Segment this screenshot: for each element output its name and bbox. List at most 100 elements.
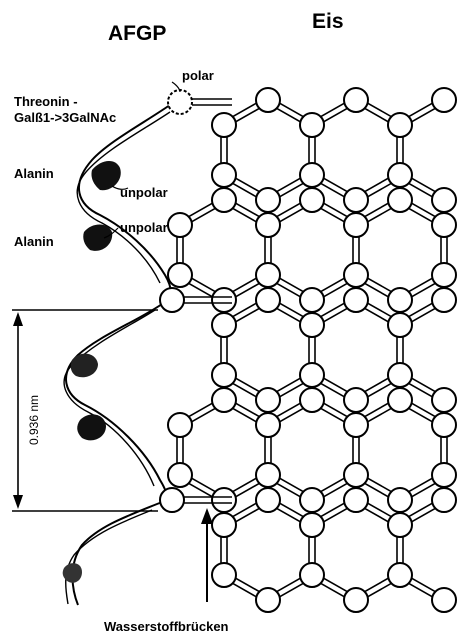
ice-atom-35 (387, 512, 413, 538)
ice-atom-10 (431, 87, 457, 113)
helix-shade-1 (91, 161, 121, 191)
ice-atom-48 (299, 187, 325, 213)
helix-tube-upper-back (76, 111, 171, 284)
unpolar-pointer-1 (111, 185, 129, 190)
ice-atom-45 (211, 287, 237, 313)
ice-atom-54 (431, 262, 457, 288)
label-wasserstoffbruecken: Wasserstoffbrücken (104, 619, 229, 634)
helix-tube-middle-back (63, 309, 156, 487)
label-alanin-1: Alanin (14, 166, 54, 181)
ice-atom-65 (299, 487, 325, 513)
ice-atom-27 (431, 387, 457, 413)
label-threonin-line1: Threonin - (14, 94, 78, 109)
ice-atom-31 (255, 587, 281, 613)
hbond-pointer-arrow (201, 508, 213, 602)
ice-atom-62 (299, 387, 325, 413)
ice-atom-16 (299, 362, 325, 388)
ice-atom-38 (431, 487, 457, 513)
ice-atom-3 (255, 187, 281, 213)
ice-atom-53 (431, 212, 457, 238)
title-eis: Eis (312, 10, 344, 33)
ice-atom-50 (343, 262, 369, 288)
ice-atom-63 (343, 412, 369, 438)
ice-atom-66 (387, 387, 413, 413)
ice-atom-34 (343, 487, 369, 513)
title-afgp: AFGP (108, 22, 166, 45)
ice-atom-46 (167, 262, 193, 288)
ice-atom-52 (387, 187, 413, 213)
helix-shade-3 (70, 353, 98, 378)
ice-atom-47 (167, 212, 193, 238)
helix-threonin-site-1 (167, 89, 193, 115)
helix-tube-lower-back (65, 509, 153, 605)
ice-atom-28 (255, 487, 281, 513)
ice-atom-0 (255, 87, 281, 113)
ice-atom-4 (211, 162, 237, 188)
ice-atom-19 (211, 312, 237, 338)
ice-atom-36 (387, 562, 413, 588)
ice-atom-24 (431, 287, 457, 313)
label-threonin-line2: Galß1->3GalNAc (14, 110, 116, 125)
helix-shade-2 (83, 224, 113, 251)
helix-shade-5 (62, 563, 82, 583)
ice-atom-22 (387, 362, 413, 388)
hbond-arrow-head (201, 508, 213, 524)
ice-atom-14 (255, 287, 281, 313)
ice-atom-32 (211, 562, 237, 588)
ice-atom-60 (167, 462, 193, 488)
label-alanin-2: Alanin (14, 234, 54, 249)
ice-atom-9 (343, 187, 369, 213)
hydrogen-bonds (184, 98, 232, 504)
ice-atom-67 (431, 412, 457, 438)
ice-atom-64 (343, 462, 369, 488)
helix-tube-upper-front (78, 97, 181, 303)
ice-atom-41 (431, 587, 457, 613)
unpolar-pointer-2 (103, 227, 119, 239)
ice-atom-56 (211, 387, 237, 413)
ice-atom-7 (387, 112, 413, 138)
afgp-helix (62, 89, 193, 606)
dimension-arrow-head-up (13, 312, 23, 326)
ice-atom-33 (211, 512, 237, 538)
helix-tube-lower-front (71, 501, 163, 606)
dimension-label: 0.936 nm (27, 395, 41, 445)
ice-atom-18 (211, 362, 237, 388)
ice-atom-5 (211, 112, 237, 138)
dimension-arrow-head-down (13, 495, 23, 509)
helix-threonin-site-2 (159, 287, 185, 313)
ice-atom-42 (211, 187, 237, 213)
ice-atom-61 (167, 412, 193, 438)
ice-atom-69 (387, 487, 413, 513)
dimension-marker: 0.936 nm (12, 309, 158, 512)
ice-atom-68 (431, 462, 457, 488)
label-polar: polar (182, 68, 214, 83)
ice-atom-59 (211, 487, 237, 513)
label-unpolar-1: unpolar (120, 185, 168, 200)
ice-atom-57 (255, 412, 281, 438)
ice-atom-30 (299, 562, 325, 588)
ice-atom-49 (343, 212, 369, 238)
ice-atom-43 (255, 212, 281, 238)
ice-atom-6 (343, 87, 369, 113)
ice-atom-58 (255, 462, 281, 488)
helix-threonin-site-3 (159, 487, 185, 513)
polar-pointer (171, 81, 181, 93)
ice-atom-8 (387, 162, 413, 188)
label-unpolar-2: unpolar (120, 220, 168, 235)
ice-atom-23 (343, 387, 369, 413)
ice-atom-21 (387, 312, 413, 338)
ice-atom-1 (299, 112, 325, 138)
helix-shade-4 (77, 414, 106, 441)
ice-lattice-atoms (167, 87, 457, 613)
helix-tube-middle-front (65, 301, 168, 503)
ice-atom-29 (299, 512, 325, 538)
ice-atom-2 (299, 162, 325, 188)
ice-atom-15 (299, 312, 325, 338)
ice-atom-55 (387, 287, 413, 313)
ice-atom-17 (255, 387, 281, 413)
ice-atom-44 (255, 262, 281, 288)
ice-atom-37 (343, 587, 369, 613)
ice-atom-20 (343, 287, 369, 313)
